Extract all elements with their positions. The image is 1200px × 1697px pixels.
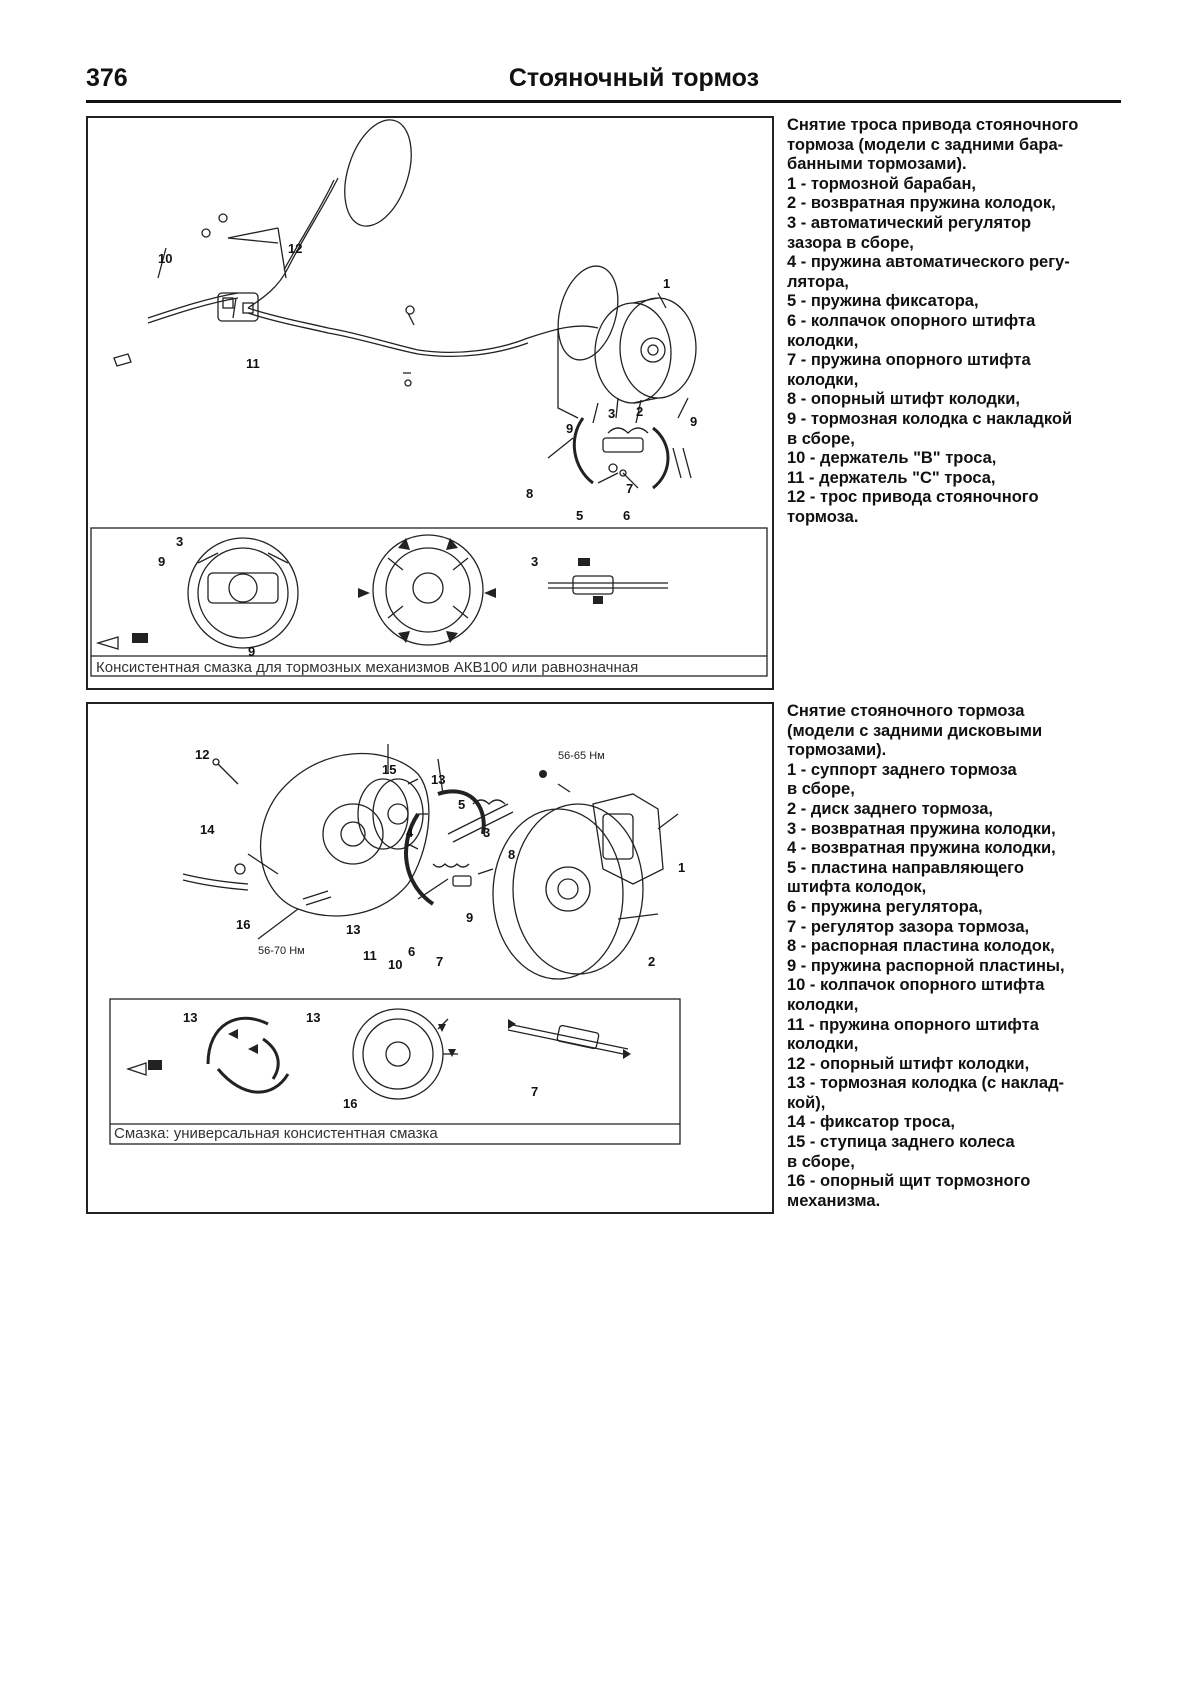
legend-line: 9 - тормозная колодка с накладкой [787, 409, 1073, 428]
callout: 9 [566, 421, 573, 436]
figure-disc-brake: 12 15 13 5 14 4 3 8 1 16 13 9 11 10 6 7 … [86, 702, 774, 1214]
callout: 16 [236, 917, 250, 932]
legend-line: кой), [787, 1093, 826, 1112]
legend-line: (модели с задними дисковыми [787, 721, 1043, 740]
legend-line: лятора, [787, 272, 849, 291]
callout: 2 [648, 954, 655, 969]
legend-line: 6 - пружина регулятора, [787, 897, 983, 916]
callout: 13 [346, 922, 360, 937]
legend-line: 15 - ступица заднего колеса [787, 1133, 1015, 1152]
legend-line: 4 - пружина автоматического регу- [787, 253, 1070, 272]
callout: 3 [176, 534, 183, 549]
callout: 8 [526, 486, 533, 501]
legend-line: 14 - фиксатор троса, [787, 1113, 955, 1132]
callout: 11 [363, 948, 377, 963]
legend-line: колодки, [787, 1035, 859, 1054]
legend-line: тормоза. [787, 507, 859, 526]
callout: 2 [636, 404, 643, 419]
legend-disc-brake: Снятие стояночного тормоза (модели с зад… [787, 702, 1117, 1211]
callout: 4 [406, 825, 414, 840]
callout: 1 [678, 860, 685, 875]
legend-line: в сборе, [787, 1152, 855, 1171]
legend-line: зазора в сборе, [787, 233, 914, 252]
callout: 8 [508, 847, 515, 862]
callout: 7 [436, 954, 443, 969]
torque-label: 56-65 Нм [558, 750, 605, 762]
callout: 7 [626, 481, 633, 496]
page-title: Стояночный тормоз [508, 64, 759, 92]
callout: 12 [195, 747, 209, 762]
legend-line: 1 - тормозной барабан, [787, 174, 977, 193]
legend-line: тормозами). [787, 741, 887, 760]
legend-line: в сборе, [787, 429, 855, 448]
legend-line: тормоза (модели с задними бара- [787, 135, 1064, 154]
legend-line: 5 - пластина направляющего [787, 858, 1024, 877]
legend-line: штифта колодок, [787, 878, 927, 897]
legend-line: 9 - пружина распорной пластины, [787, 956, 1065, 975]
drum-brake-diagram: 10 12 11 1 9 3 2 9 8 7 5 6 3 9 9 3 [90, 119, 768, 677]
callout: 9 [466, 910, 473, 925]
legend-line: Снятие стояночного тормоза [787, 702, 1025, 720]
callout: 10 [158, 251, 172, 266]
torque-label: 56-70 Нм [258, 945, 305, 957]
callout: 5 [458, 797, 465, 812]
legend-line: 16 - опорный щит тормозного [787, 1172, 1031, 1191]
legend-line: 8 - распорная пластина колодок, [787, 937, 1055, 956]
legend-line: банными тормозами). [787, 155, 967, 174]
legend-line: 11 - пружина опорного штифта [787, 1015, 1039, 1034]
callout: 9 [158, 554, 165, 569]
callout: 7 [531, 1084, 538, 1099]
page-number: 376 [86, 64, 128, 92]
legend-line: 12 - опорный штифт колодки, [787, 1054, 1030, 1073]
legend-line: 13 - тормозная колодка (с наклад- [787, 1074, 1065, 1093]
disc-brake-diagram: 12 15 13 5 14 4 3 8 1 16 13 9 11 10 6 7 … [109, 744, 685, 1145]
legend-line: 2 - диск заднего тормоза, [787, 799, 993, 818]
figure-drum-brake: 10 12 11 1 9 3 2 9 8 7 5 6 3 9 9 3 Конси… [86, 116, 774, 690]
figure1-caption: Консистентная смазка для тормозных механ… [96, 659, 639, 676]
legend-line: колодки, [787, 370, 859, 389]
legend-line: механизма. [787, 1191, 881, 1210]
legend-line: 1 - суппорт заднего тормоза [787, 760, 1017, 779]
callout: 3 [531, 554, 538, 569]
legend-line: 11 - держатель "С" троса, [787, 468, 996, 487]
callout: 14 [200, 822, 215, 837]
callout: 12 [288, 241, 302, 256]
legend-line: 8 - опорный штифт колодки, [787, 390, 1020, 409]
legend-line: 10 - колпачок опорного штифта [787, 976, 1045, 995]
callout: 15 [382, 762, 396, 777]
callout: 6 [408, 944, 415, 959]
legend-line: в сборе, [787, 780, 855, 799]
legend-line: 5 - пружина фиксатора, [787, 292, 979, 311]
legend-line: колодки, [787, 331, 859, 350]
legend-line: 7 - пружина опорного штифта [787, 351, 1031, 370]
callout: 1 [663, 276, 670, 291]
callout: 10 [388, 957, 402, 972]
callout: 9 [248, 644, 255, 659]
callout: 16 [343, 1096, 357, 1111]
callout: 9 [690, 414, 697, 429]
callout: 13 [306, 1010, 320, 1025]
callout: 13 [183, 1010, 197, 1025]
legend-line: 12 - трос привода стояночного [787, 488, 1039, 507]
legend-drum-brake: Снятие троса привода стояночного тормоза… [787, 116, 1117, 527]
callout: 3 [483, 825, 490, 840]
legend-line: 10 - держатель "В" троса, [787, 449, 997, 468]
legend-line: 4 - возвратная пружина колодки, [787, 839, 1056, 858]
callout: 6 [623, 508, 630, 523]
figure2-caption: Смазка: универсальная консистентная смаз… [114, 1125, 438, 1142]
legend-line: 7 - регулятор зазора тормоза, [787, 917, 1030, 936]
callout: 11 [246, 356, 260, 371]
legend-line: 6 - колпачок опорного штифта [787, 311, 1036, 330]
legend-line: Снятие троса привода стояночного [787, 116, 1079, 134]
callout: 13 [431, 772, 445, 787]
callout: 5 [576, 508, 583, 523]
callout: 3 [608, 406, 615, 421]
legend-line: 3 - автоматический регулятор [787, 213, 1032, 232]
legend-line: колодки, [787, 995, 859, 1014]
legend-line: 3 - возвратная пружина колодки, [787, 819, 1056, 838]
page-header: 376 Стояночный тормоз [86, 62, 1121, 103]
legend-line: 2 - возвратная пружина колодок, [787, 194, 1056, 213]
